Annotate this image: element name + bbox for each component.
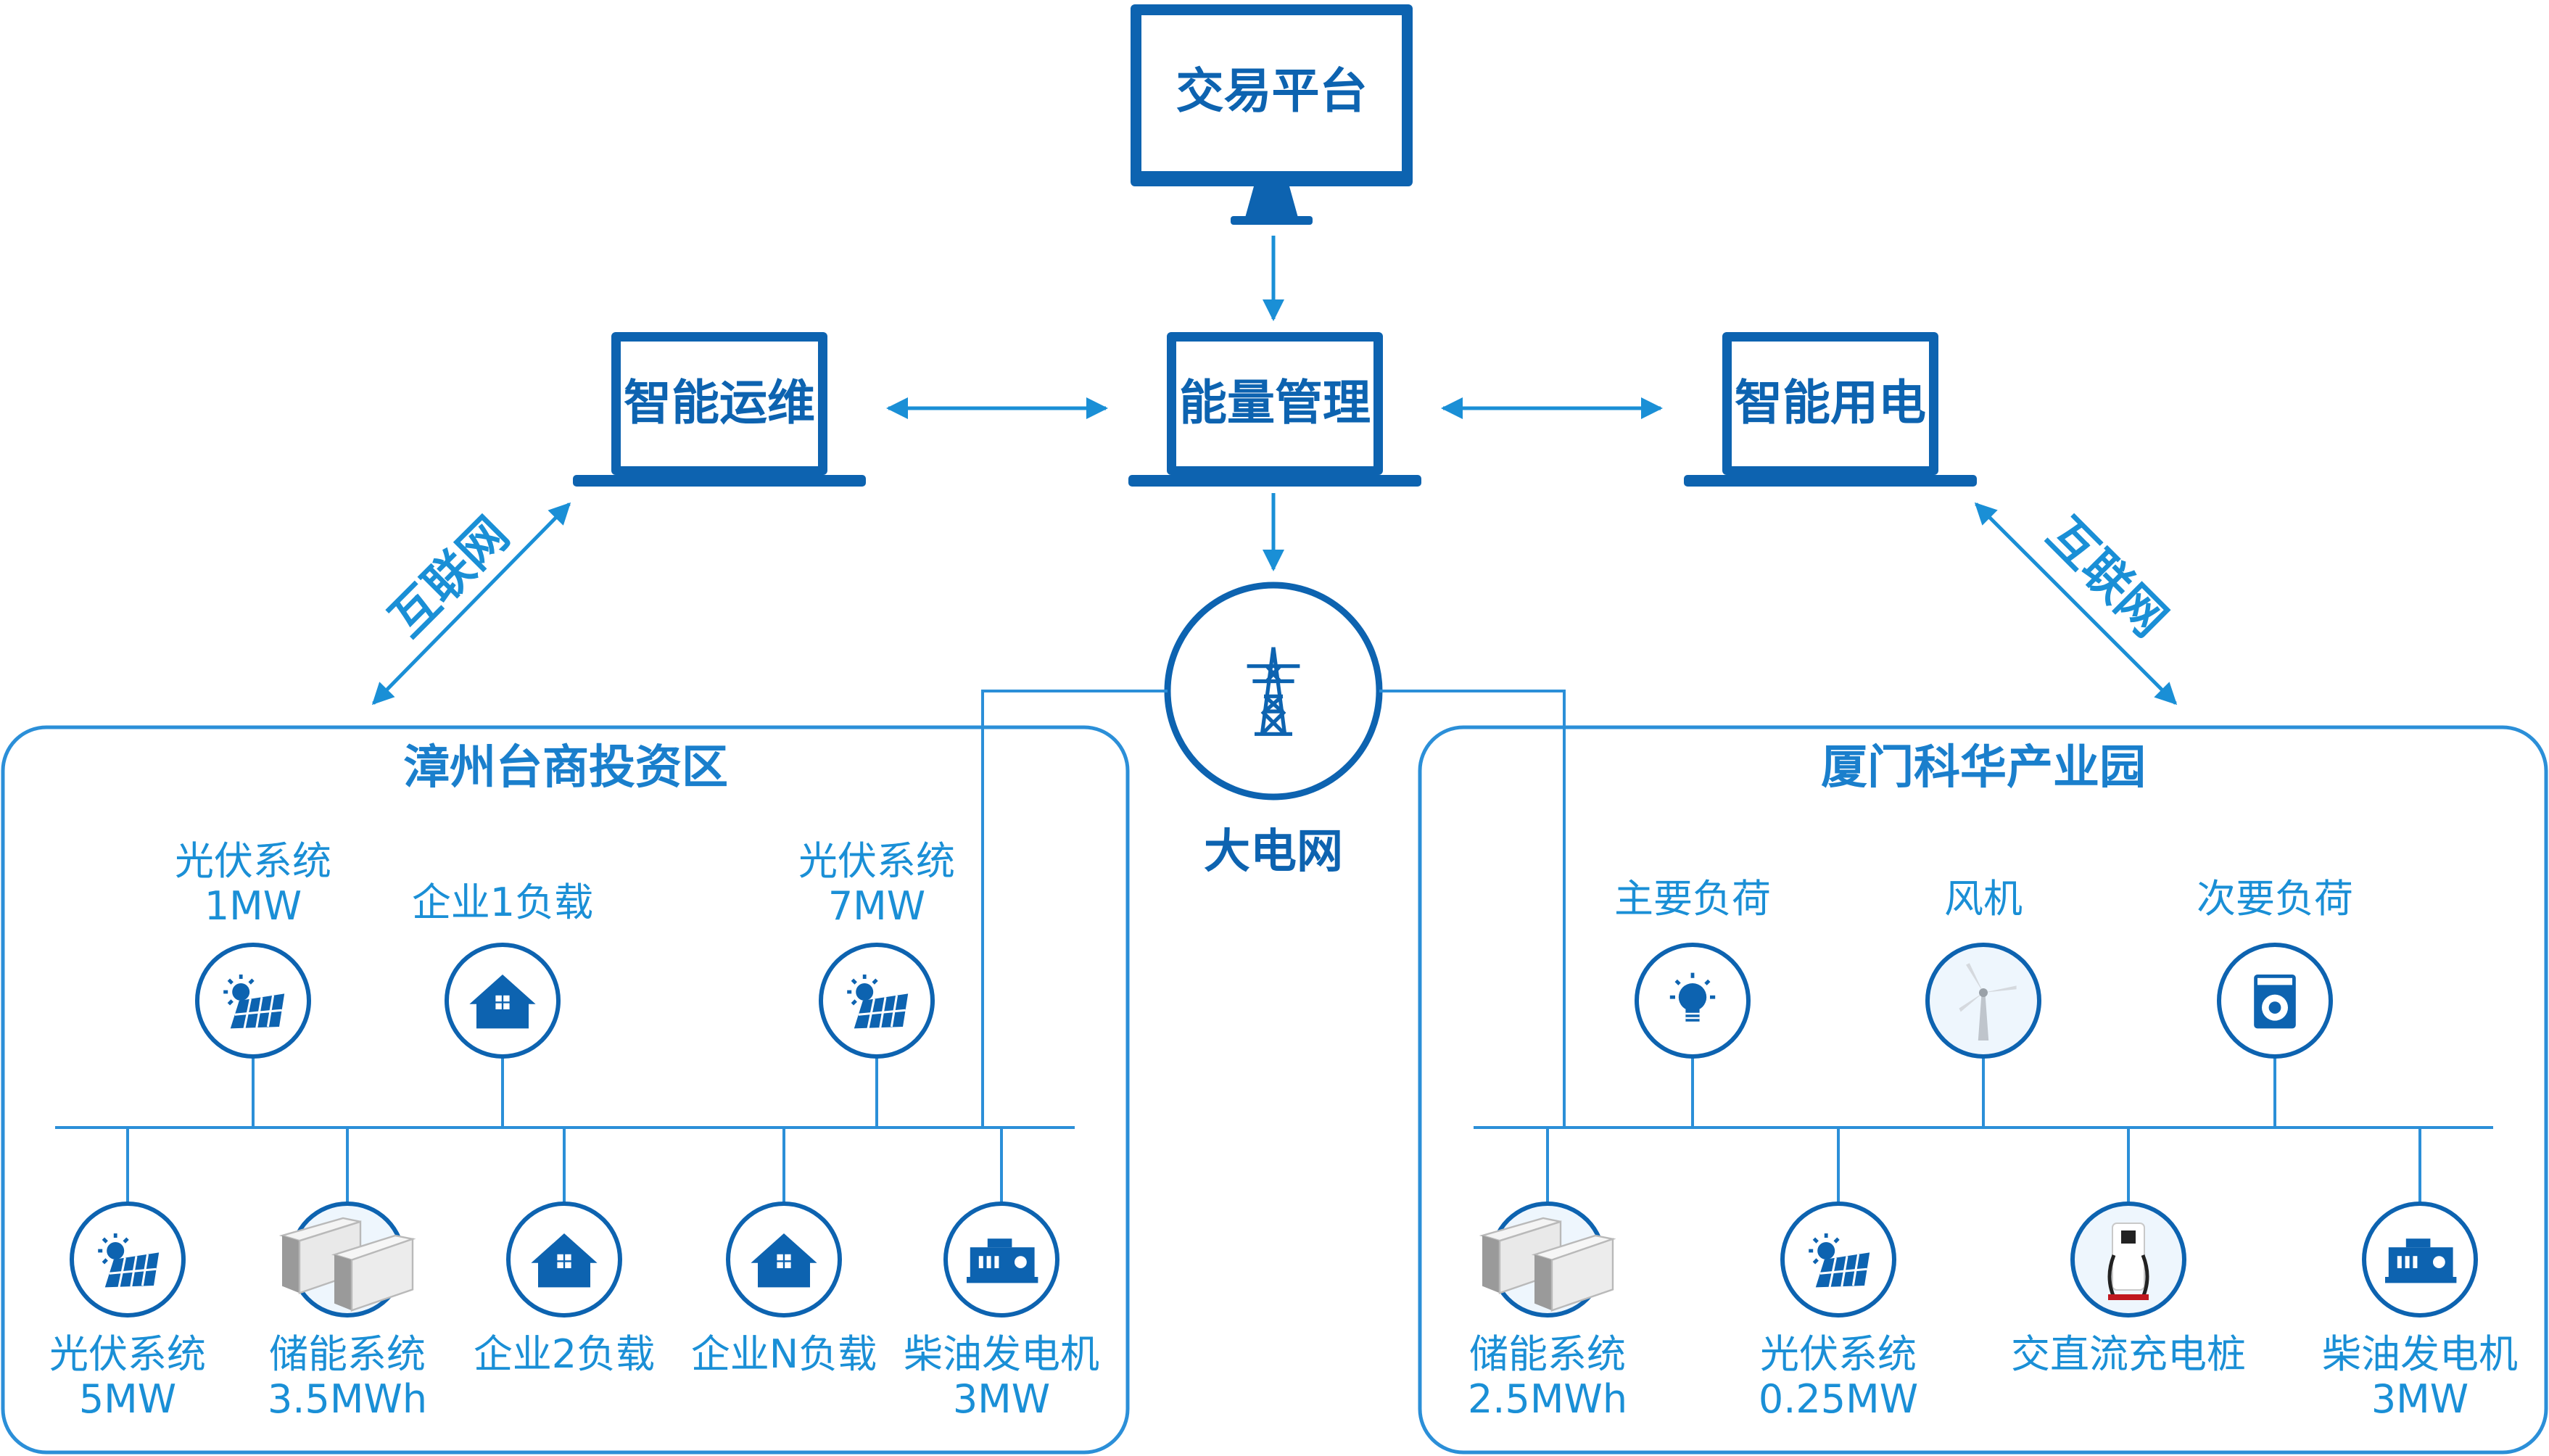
left-bottom-generator-icon [943,1201,1059,1318]
connection-arrows [371,236,2178,706]
trading-platform-label: 交易平台 [1176,63,1368,119]
left-top-solar-1mw-icon [195,943,311,1059]
left-top-house-icon [445,943,561,1059]
energy-mgmt-label: 能量管理 [1179,375,1371,431]
left-bottom-house-2-icon [506,1201,622,1318]
energy-mgmt-laptop [1128,332,1421,487]
right-top-wind-icon [1925,943,2041,1059]
left-bottom-3-name: 企业2负载 [473,1331,656,1377]
bus-lines [55,1056,2493,1204]
right-bottom-4-name: 柴油发电机 [2322,1331,2518,1377]
left-top-1-value: 1MW [204,883,302,929]
right-bottom-2-value: 0.25MW [1758,1376,1919,1422]
left-bottom-2-value: 3.5MWh [267,1376,428,1422]
smart-power-label: 智能用电 [1735,375,1926,431]
right-top-1-name: 主要负荷 [1614,876,1771,922]
right-bottom-1-name: 储能系统 [1469,1331,1626,1377]
right-top-washer-icon [2217,943,2333,1059]
left-bottom-solar-5mw-icon [70,1201,186,1318]
right-top-3-name: 次要负荷 [2197,876,2353,922]
smart-om-laptop [573,332,866,487]
smart-power-laptop [1684,332,1977,487]
zone-left-box [1,725,1130,1455]
smart-om-label: 智能运维 [624,375,815,431]
left-bottom-2-name: 储能系统 [269,1331,426,1377]
trading-platform-monitor [1131,4,1413,225]
left-bottom-4-name: 企业N负载 [690,1331,877,1377]
left-bottom-1-value: 5MW [78,1376,177,1422]
left-top-2-name: 企业1负载 [411,880,594,925]
right-bottom-3-name: 交直流充电桩 [2011,1331,2246,1377]
grid-label: 大电网 [1204,825,1343,879]
right-bottom-4-value: 3MW [2371,1376,2469,1422]
grid-tie-lines [981,690,1566,1128]
left-bottom-5-name: 柴油发电机 [904,1331,1099,1377]
zone-right-title: 厦门科华产业园 [1821,741,2146,795]
grid-node [1164,582,1383,801]
left-top-solar-7mw-icon [819,943,935,1059]
zone-left-title: 漳州台商投资区 [403,741,728,795]
left-bottom-house-n-icon [726,1201,842,1318]
right-top-bulb-icon [1635,943,1751,1059]
zone-right-box [1418,725,2548,1455]
left-top-1-name: 光伏系统 [175,838,331,884]
left-bottom-1-name: 光伏系统 [49,1331,206,1377]
right-top-2-name: 风机 [1944,876,2023,922]
right-bottom-battery-icon [1481,1201,1614,1318]
right-bottom-solar-icon [1780,1201,1896,1318]
left-top-3-value: 7MW [827,883,926,929]
left-bottom-battery-icon [281,1201,414,1318]
right-bottom-2-name: 光伏系统 [1760,1331,1917,1377]
right-bottom-generator-icon [2362,1201,2478,1318]
left-top-3-name: 光伏系统 [798,838,955,884]
left-bottom-5-value: 3MW [952,1376,1051,1422]
right-bottom-1-value: 2.5MWh [1467,1376,1628,1422]
right-bottom-charger-icon [2070,1201,2186,1318]
